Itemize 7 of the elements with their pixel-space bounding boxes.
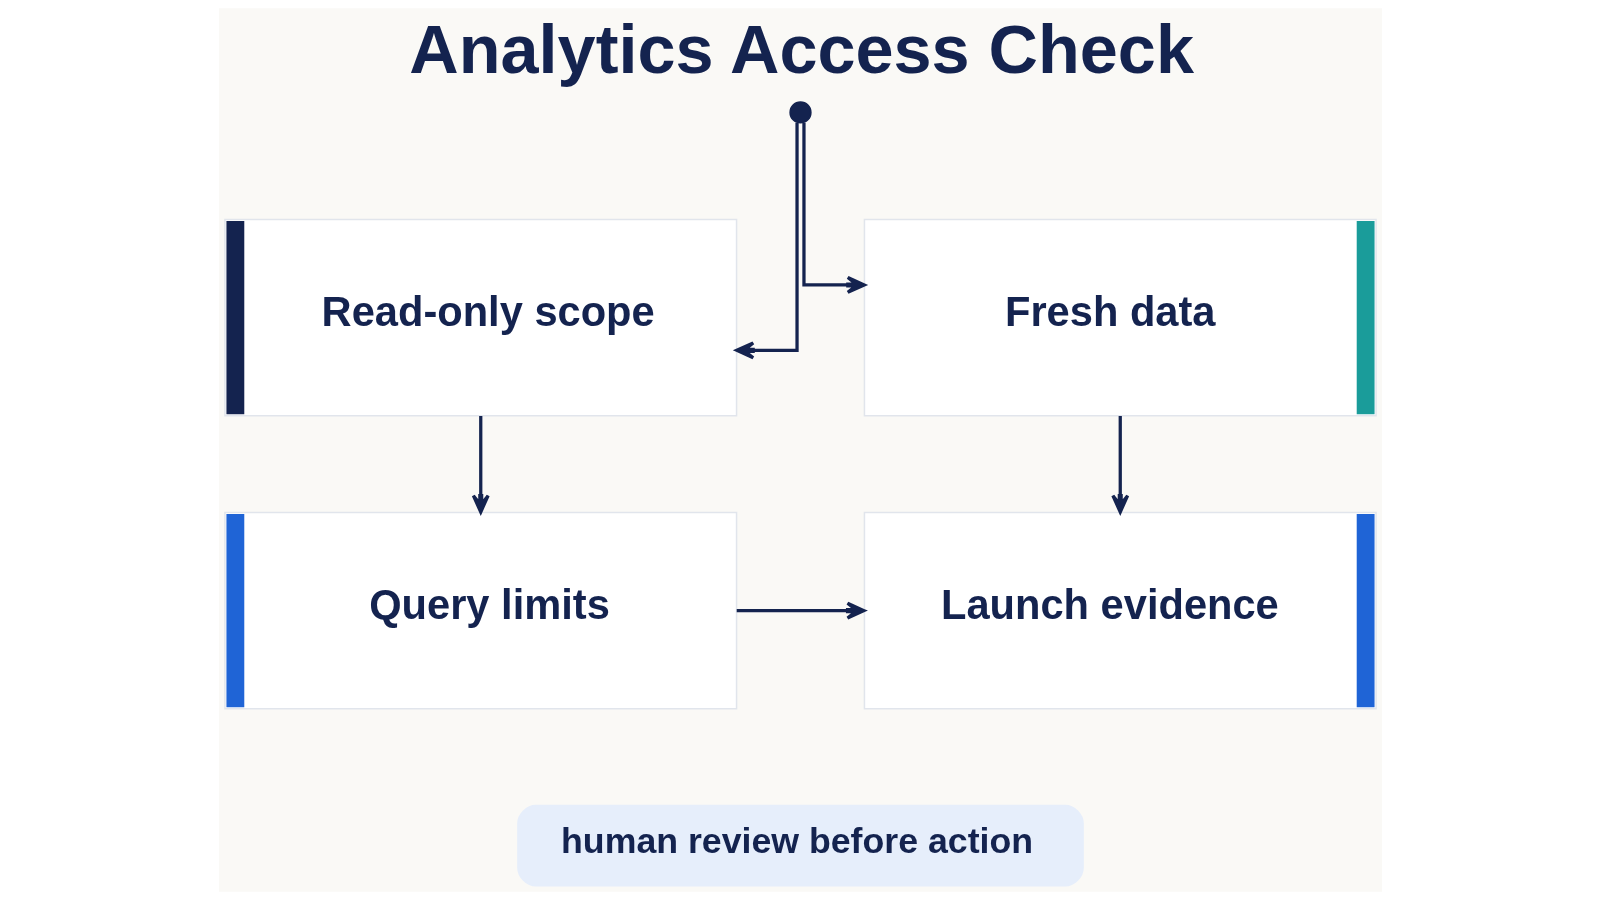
arrow xyxy=(734,122,799,360)
arrow xyxy=(471,416,490,514)
arrow xyxy=(801,122,866,294)
arrow xyxy=(736,601,866,620)
diagram-title: Analytics Access Check xyxy=(408,11,1194,88)
node-circle xyxy=(788,101,812,124)
arrow xyxy=(1110,416,1129,514)
